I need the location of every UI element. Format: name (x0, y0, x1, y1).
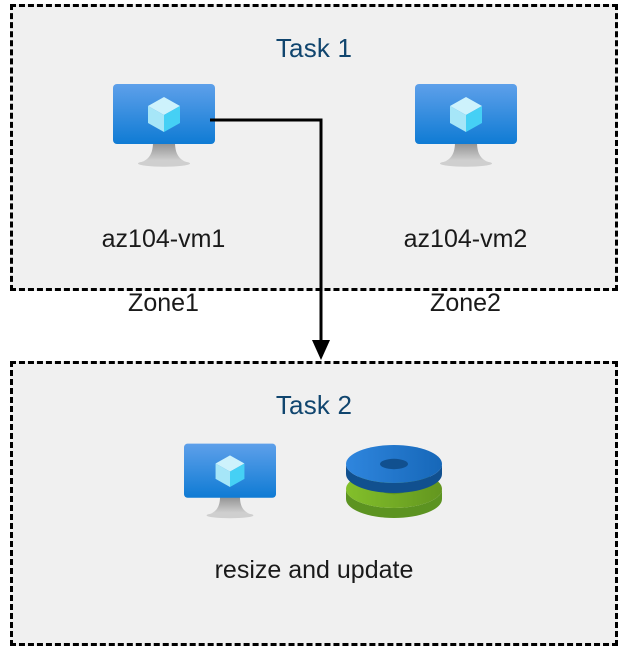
task-1-title: Task 1 (275, 33, 353, 63)
vm1-name: az104-vm1 (101, 225, 226, 253)
task-2-title: Task 2 (275, 390, 353, 420)
task-2-caption: resize and update (214, 556, 414, 584)
virtual-machine-icon (414, 84, 517, 169)
vm2-name: az104-vm2 (403, 225, 528, 253)
down-arrow-icon (312, 340, 330, 360)
disks-icon (344, 442, 444, 526)
task-1-container: Task 1 (10, 4, 618, 317)
vm1-zone: Zone1 (128, 289, 199, 317)
node-az104-vm2[interactable]: az104-vm2 Zone2 (368, 84, 563, 351)
virtual-machine-icon (184, 442, 276, 522)
node-label-az104-vm1: az104-vm1 Zone1 (66, 191, 261, 351)
vm2-zone: Zone2 (430, 289, 501, 317)
virtual-machine-icon (112, 84, 215, 169)
task-2-container: Task 2 (10, 361, 618, 646)
node-az104-vm1[interactable]: az104-vm1 Zone1 (66, 84, 261, 351)
node-label-az104-vm2: az104-vm2 Zone2 (368, 191, 563, 351)
task-2-icon-row (13, 442, 615, 526)
